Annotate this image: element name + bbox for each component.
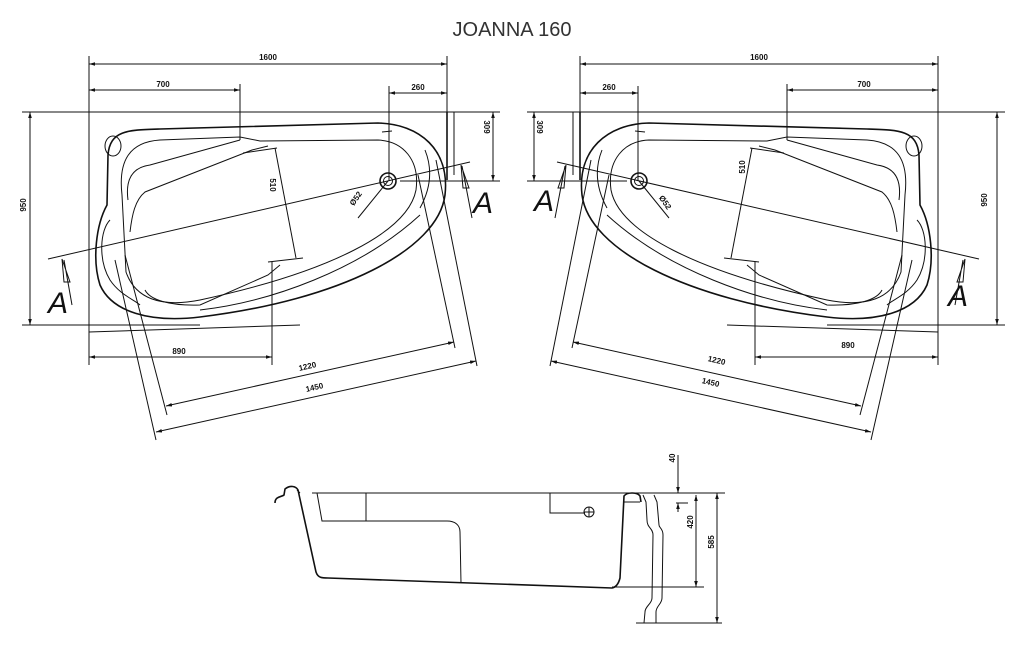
section-label-a: A bbox=[946, 280, 968, 313]
dim-front: 890 bbox=[172, 347, 186, 356]
dim-inner-length: 1220 bbox=[707, 354, 727, 367]
dim-outer-length: 1450 bbox=[701, 376, 721, 389]
drawing-title: JOANNA 160 bbox=[453, 19, 572, 41]
section-label-a: A bbox=[532, 185, 554, 218]
dim-drain-diameter: Ø52 bbox=[657, 194, 673, 212]
dim-front: 890 bbox=[841, 341, 855, 350]
dim-drain-depth: 309 bbox=[482, 120, 491, 134]
dim-drain-offset: 260 bbox=[411, 83, 425, 92]
dim-depth: 950 bbox=[980, 193, 989, 207]
dim-seat: 700 bbox=[857, 80, 871, 89]
dim-drain-diameter: Ø52 bbox=[348, 189, 364, 207]
section-label-a: A bbox=[46, 287, 68, 320]
dim-seat-width: 510 bbox=[268, 178, 277, 192]
dim-total-height: 585 bbox=[707, 535, 716, 549]
dim-rim: 40 bbox=[668, 453, 677, 462]
dim-depth: 950 bbox=[19, 198, 28, 212]
left-plan-view: 1600 700 260 309 950 510 Ø52 890 1220 14… bbox=[19, 53, 500, 440]
dim-width: 1600 bbox=[259, 53, 277, 62]
dim-inner-length: 1220 bbox=[298, 360, 318, 373]
dim-drain-offset: 260 bbox=[602, 83, 616, 92]
right-plan-view: 1600 700 260 309 950 510 Ø52 890 1220 14… bbox=[527, 53, 1005, 440]
section-label-a: A bbox=[471, 187, 493, 220]
dim-seat: 700 bbox=[156, 80, 170, 89]
dim-width: 1600 bbox=[750, 53, 768, 62]
dim-drain-depth: 309 bbox=[535, 120, 544, 134]
dim-inner-depth: 420 bbox=[686, 515, 695, 529]
dim-seat-width: 510 bbox=[738, 160, 747, 174]
section-view: 40 420 585 bbox=[274, 453, 725, 624]
dim-outer-length: 1450 bbox=[305, 381, 325, 394]
